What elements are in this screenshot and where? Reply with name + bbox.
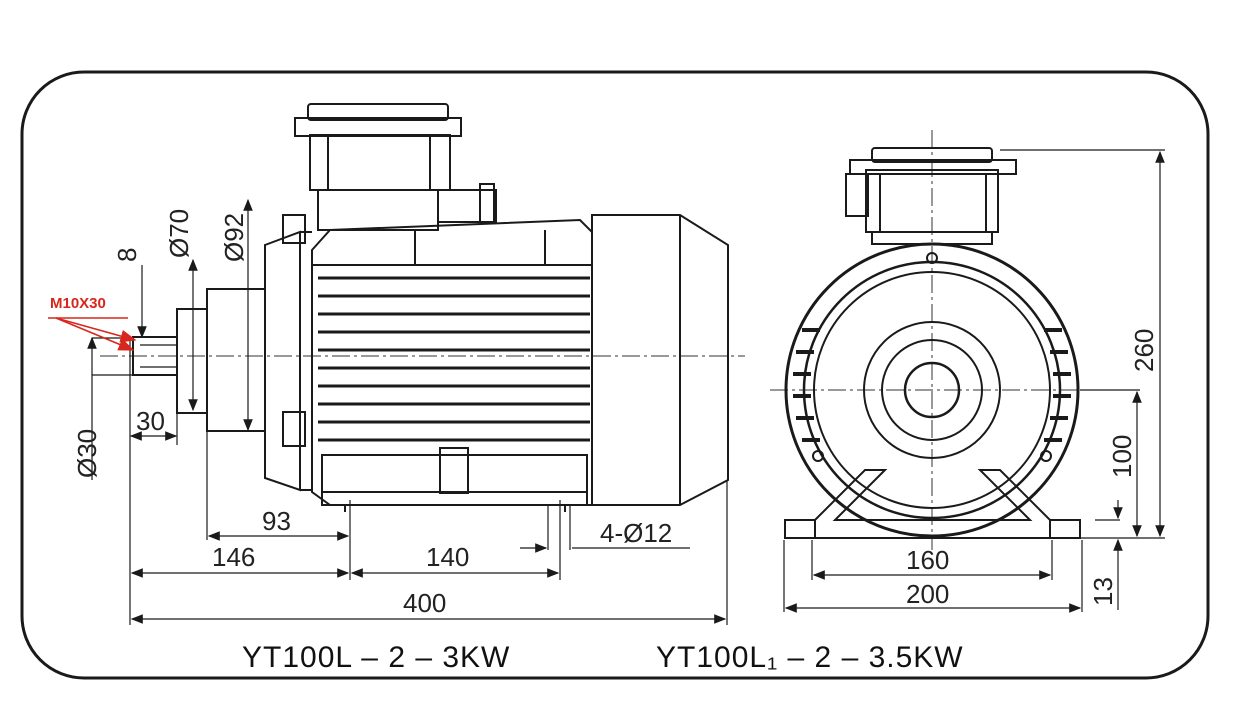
dim-shaft-height: 100 [1107, 435, 1137, 478]
dim-spigot-dia: Ø70 [164, 209, 194, 258]
dim-shaft-key: 8 [112, 248, 142, 262]
dim-total-height: 260 [1129, 329, 1159, 372]
dim-shaft-dia: Ø30 [72, 429, 102, 478]
thread-callout: M10X30 [50, 295, 106, 312]
model-title-right: YT100L₁ – 2 – 3.5KW [656, 641, 964, 674]
model-title-left: YT100L – 2 – 3KW [242, 641, 510, 674]
dim-93: 93 [262, 506, 291, 536]
front-view [770, 130, 1165, 613]
dim-flange-dia: Ø92 [219, 213, 249, 262]
dim-shaft-length: 30 [136, 406, 165, 436]
side-view [48, 103, 745, 625]
dim-bolt-holes: 4-Ø12 [600, 518, 672, 548]
dim-146: 146 [212, 542, 255, 572]
dim-140: 140 [426, 542, 469, 572]
dim-foot-outer: 200 [906, 579, 949, 609]
drawing-frame [20, 70, 1210, 680]
dim-foot-thickness: 13 [1088, 577, 1118, 606]
dim-foot-inner: 160 [906, 545, 949, 575]
dim-overall-length: 400 [403, 588, 446, 618]
